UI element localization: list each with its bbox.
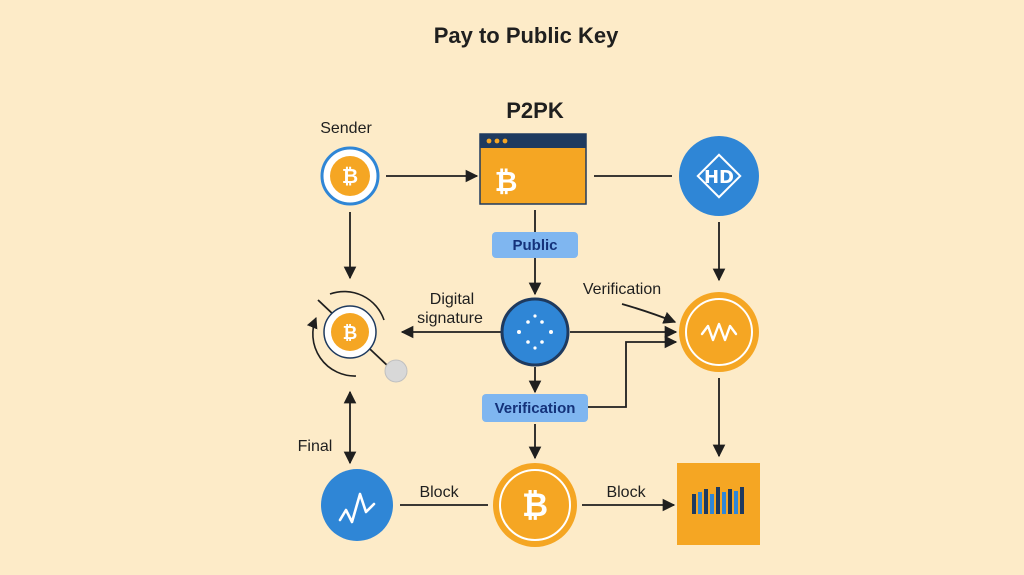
- wallet-node: ₿: [306, 290, 408, 383]
- label-signature: signature: [417, 310, 483, 327]
- label-final: Final: [298, 438, 333, 455]
- bitcoin-icon: ₿: [343, 323, 358, 344]
- bitcoin-icon: ₿: [342, 164, 358, 188]
- key-head-icon: [384, 359, 408, 383]
- curve-verification-label: [621, 303, 677, 324]
- bitcoin-icon: ₿: [522, 486, 548, 524]
- pulse-icon: [338, 492, 376, 524]
- public-pill-label: Public: [512, 237, 557, 254]
- label-digital: Digital: [430, 291, 474, 308]
- diamond-dots-icon: [517, 314, 553, 350]
- block-chart-node: [677, 463, 760, 545]
- diagram-heading: P2PK: [506, 98, 564, 123]
- hd-diamond-icon: HD: [696, 153, 742, 199]
- verification-node: [679, 292, 759, 372]
- bitcoin-icon: ₿: [495, 165, 518, 198]
- verification-pill-label: Verification: [495, 400, 576, 417]
- connectors: [343, 169, 726, 512]
- label-sender: Sender: [320, 120, 372, 137]
- central-hub-node: [500, 297, 570, 367]
- hd-node: HD: [679, 136, 759, 216]
- verification-pill: Verification: [482, 394, 588, 422]
- label-block-right: Block: [606, 484, 646, 501]
- label-verification-top: Verification: [583, 281, 661, 298]
- arrow-vpill-to-verify: [588, 335, 678, 408]
- p2pk-window-card: ₿: [479, 133, 587, 205]
- public-pill: Public: [492, 232, 578, 258]
- sender-node: ₿: [320, 146, 380, 206]
- bar-chart-icon: [692, 487, 744, 514]
- svg-text:HD: HD: [704, 167, 734, 188]
- block-bitcoin-node: ₿: [493, 463, 577, 547]
- page-title: Pay to Public Key: [434, 23, 619, 48]
- final-node: [321, 469, 393, 541]
- waveform-icon: [700, 322, 738, 342]
- label-block-left: Block: [419, 484, 459, 501]
